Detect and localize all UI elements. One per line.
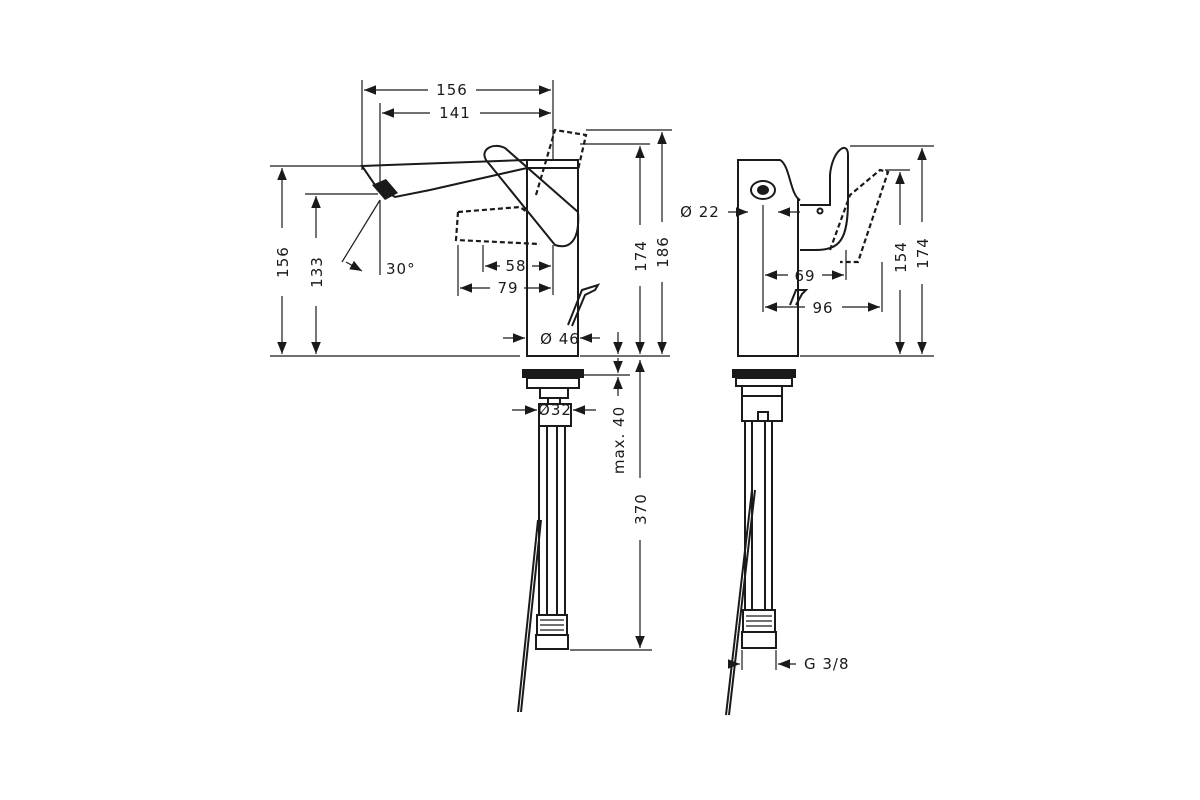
dim-174-front: 174 xyxy=(632,240,650,272)
side-view xyxy=(725,147,890,716)
side-lever xyxy=(800,147,849,251)
lever xyxy=(483,144,580,248)
dim-shank-dia: Ø32 xyxy=(538,401,572,419)
dim-69: 69 xyxy=(794,267,815,285)
side-body xyxy=(737,159,801,357)
side-lever-ghost xyxy=(828,168,890,264)
dim-max-40: max. 40 xyxy=(610,406,628,474)
dim-angle: 30° xyxy=(386,260,416,278)
dim-141: 141 xyxy=(439,104,471,122)
dim-133: 133 xyxy=(308,256,326,288)
dim-186: 186 xyxy=(654,236,672,268)
front-view xyxy=(360,128,601,713)
aerator xyxy=(372,179,398,200)
drain-rod xyxy=(517,519,539,713)
dim-156-top: 156 xyxy=(436,81,468,99)
dim-174-side: 174 xyxy=(914,237,932,269)
front-dimensions: 156 141 156 133 30° 58 79 xyxy=(270,80,672,651)
dim-154: 154 xyxy=(892,241,910,273)
side-aerator xyxy=(750,180,776,200)
dim-thread: G 3/8 xyxy=(804,655,850,673)
lever-ghost-back xyxy=(454,205,541,246)
dim-aerator-dia: Ø 22 xyxy=(680,203,720,221)
shank xyxy=(538,403,572,427)
dim-370: 370 xyxy=(632,493,650,525)
dim-156-left: 156 xyxy=(274,246,292,278)
side-dimensions: Ø 22 69 96 154 174 G 3/8 xyxy=(680,145,934,673)
popup-rod xyxy=(567,283,601,327)
lever-ghost-up xyxy=(534,128,588,196)
base-ring xyxy=(522,369,584,378)
dim-96: 96 xyxy=(812,299,833,317)
dim-base-dia: Ø 46 xyxy=(540,330,580,348)
dim-79: 79 xyxy=(497,279,518,297)
faucet-body xyxy=(526,160,579,357)
dim-58: 58 xyxy=(505,257,526,275)
